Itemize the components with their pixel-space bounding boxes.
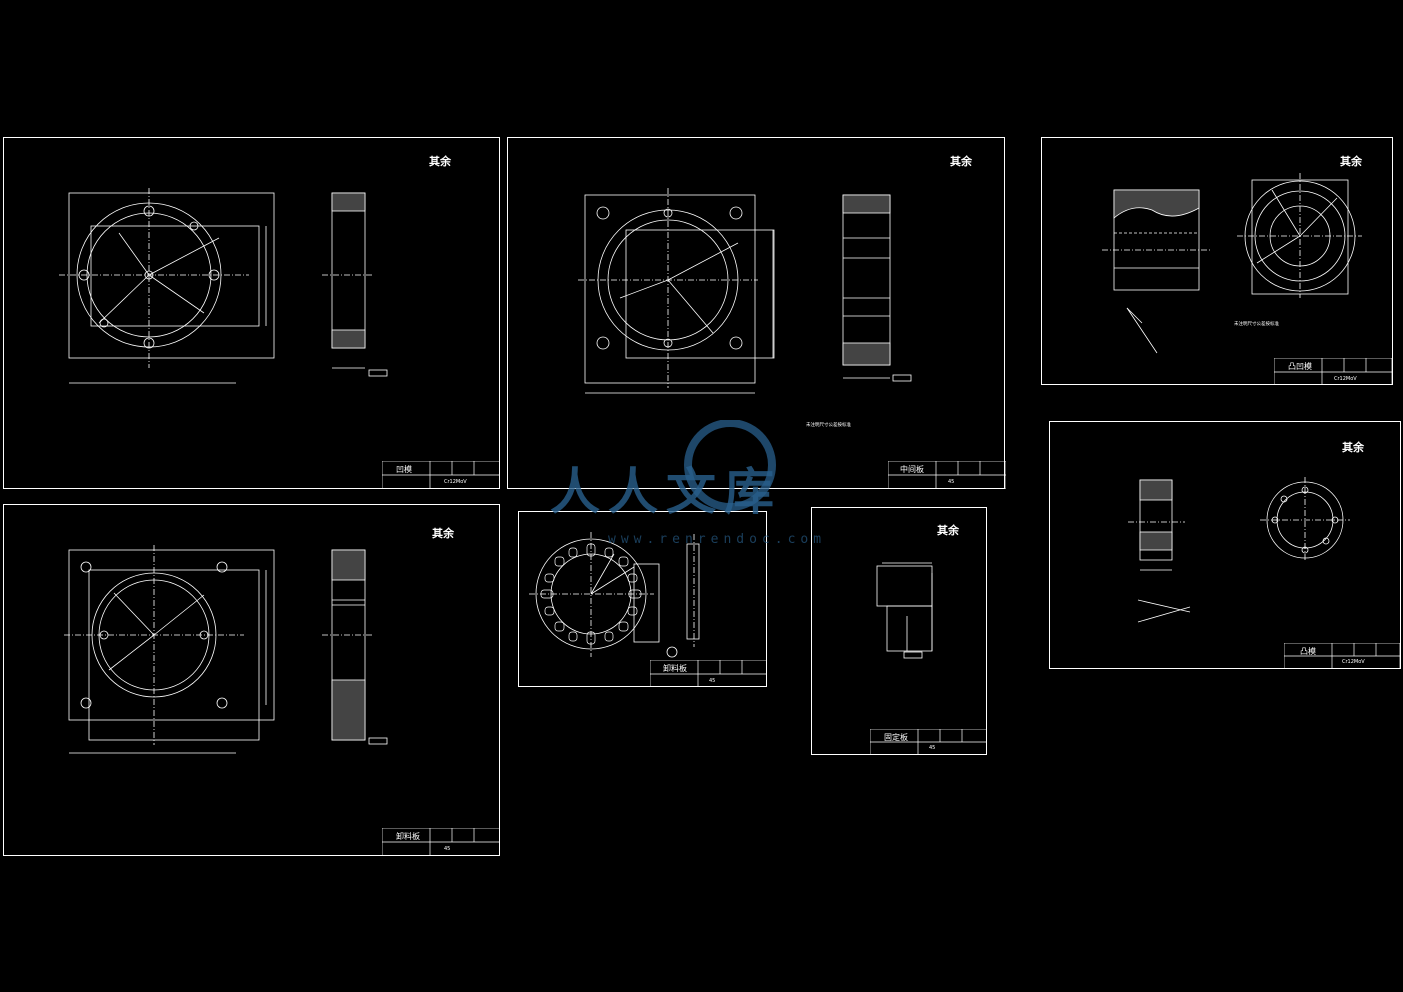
part-material: 45 — [709, 678, 716, 684]
sheet-7-drawing — [876, 562, 933, 659]
watermark-url: www.renrendoc.com — [608, 532, 827, 547]
sheet-2-drawing — [578, 188, 912, 394]
rough-label: 其余 — [429, 155, 451, 168]
sheet-3-drawing — [1102, 173, 1362, 354]
drawing-sheet-5: 其余 卸料板 45 — [3, 504, 500, 856]
title-block-frame — [650, 660, 767, 687]
part-name: 凹模 — [396, 465, 412, 474]
part-material: Cr12MoV — [444, 479, 467, 485]
title-block-frame — [1274, 358, 1392, 385]
part-material: 45 — [444, 846, 451, 852]
drawing-sheet-4: 其余 凸模 Cr12MoV — [1049, 421, 1401, 669]
tech-note: 未注明尺寸公差按标准 — [806, 423, 851, 428]
title-block-frame — [382, 828, 500, 856]
tech-note: 未注明尺寸公差按标准 — [1234, 322, 1279, 327]
title-block-frame — [870, 729, 987, 755]
sheet-6-drawing — [529, 532, 700, 658]
drawing-sheet-1: 其余 凹模 Cr12MoV — [3, 137, 500, 489]
part-name: 固定板 — [884, 733, 908, 742]
part-material: 45 — [948, 479, 955, 485]
title-block-frame — [382, 461, 500, 489]
title-block-frame — [888, 461, 1006, 489]
drawing-sheet-3: 其余 未注明尺寸公差按标准 凸凹模 Cr12MoV — [1041, 137, 1393, 385]
rough-label: 其余 — [950, 155, 972, 168]
rough-label: 其余 — [1340, 155, 1362, 168]
sheet-4-drawing — [1128, 477, 1350, 623]
part-name: 中间板 — [900, 465, 924, 474]
part-name: 卸料板 — [396, 832, 420, 841]
drawing-sheet-6: 卸料板 45 — [518, 511, 767, 687]
drawing-sheet-2: 其余 未注明尺寸公差按标准 中间板 45 — [507, 137, 1006, 489]
watermark-logo-icon — [684, 420, 776, 511]
part-name: 凸模 — [1300, 647, 1316, 656]
part-material: 45 — [929, 745, 936, 751]
sheet-1-drawing — [59, 188, 388, 384]
part-name: 凸凹模 — [1288, 362, 1312, 371]
rough-label: 其余 — [1342, 441, 1364, 454]
rough-label: 其余 — [432, 527, 454, 540]
sheet-5-drawing — [64, 545, 388, 754]
part-material: Cr12MoV — [1342, 659, 1365, 665]
drawing-sheet-7: 其余 固定板 45 — [811, 507, 987, 755]
part-material: Cr12MoV — [1334, 376, 1357, 382]
rough-label: 其余 — [937, 524, 959, 537]
title-block-frame — [1284, 643, 1400, 669]
part-name: 卸料板 — [663, 664, 687, 673]
watermark-text: 人人文库 — [550, 462, 782, 521]
